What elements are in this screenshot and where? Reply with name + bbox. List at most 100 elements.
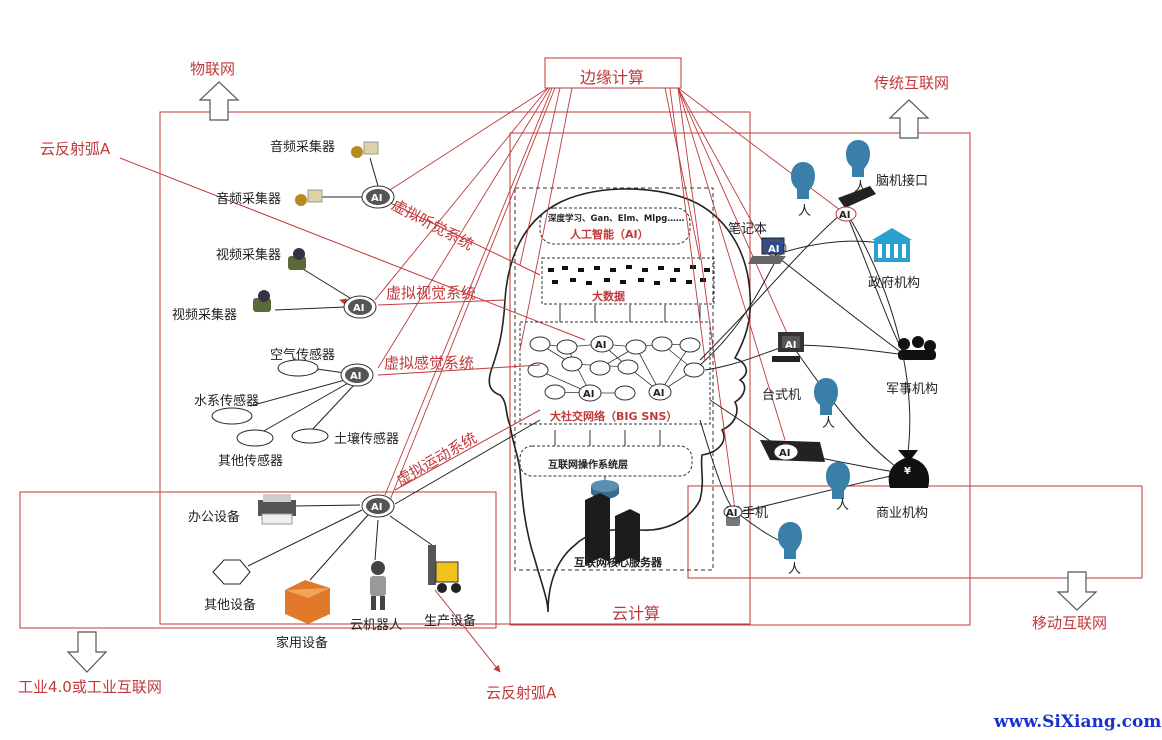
deep-learning-label: 深度学习、Gan、Elm、Mlpg…… xyxy=(548,214,685,224)
iot-label: 物联网 xyxy=(190,60,236,78)
right-ai-labels: AI AI AI AI AI xyxy=(726,210,850,519)
desktop-label: 台式机 xyxy=(762,388,802,403)
video-camera-icon xyxy=(253,248,306,312)
video-collector-1-label: 视频采集器 xyxy=(216,248,282,263)
virtual-vision-label: 虚拟视觉系统 xyxy=(386,284,477,302)
layer-connectors xyxy=(554,305,701,486)
desktop-icon xyxy=(772,332,804,362)
vr-glasses-icon xyxy=(760,440,825,462)
sns-layer-box xyxy=(519,321,711,425)
air-sensor-label: 空气传感器 xyxy=(270,348,336,363)
bci-glasses-icon xyxy=(835,186,876,222)
svg-text:AI: AI xyxy=(779,448,790,459)
region-boxes xyxy=(19,57,1143,629)
svg-text:AI: AI xyxy=(371,502,382,513)
person-icon xyxy=(778,522,802,559)
production-device-label: 生产设备 xyxy=(424,614,477,629)
soil-sensor-label: 土壤传感器 xyxy=(334,432,400,447)
ai-hubs xyxy=(340,185,395,518)
svg-text:AI: AI xyxy=(350,371,361,382)
mobile-internet-label: 移动互联网 xyxy=(1032,614,1108,632)
person-icon xyxy=(814,378,838,415)
other-device-label: 其他设备 xyxy=(204,598,257,613)
phone-icon xyxy=(723,505,743,526)
router-icon xyxy=(591,480,619,499)
device-links xyxy=(247,157,541,581)
person-label-3: 人 xyxy=(822,416,836,431)
forklift-icon xyxy=(428,545,461,593)
ai-layer-label: 人工智能（AI） xyxy=(570,228,649,241)
svg-text:AI: AI xyxy=(839,210,850,221)
person-label-5: 人 xyxy=(788,562,802,577)
laptop-icon xyxy=(748,237,787,264)
big-data-label: 大数据 xyxy=(592,290,625,303)
core-server-label: 互联网核心服务器 xyxy=(574,556,662,569)
head-outline xyxy=(488,188,752,613)
audio-collector-1-label: 音频采集器 xyxy=(270,140,336,155)
person-label-1: 人 xyxy=(798,204,812,219)
other-sensor-label: 其他传感器 xyxy=(218,454,284,469)
svg-text:AI: AI xyxy=(785,340,796,351)
traditional-internet-box xyxy=(509,132,971,626)
audio-collector-icon xyxy=(295,141,379,206)
traditional-internet-label: 传统互联网 xyxy=(874,74,950,92)
phone-label: 手机 xyxy=(742,506,769,521)
other-device-hexagon xyxy=(212,559,251,585)
robot-label: 云机器人 xyxy=(350,618,403,633)
svg-text:AI: AI xyxy=(371,193,382,204)
svg-text:AI: AI xyxy=(353,303,364,314)
watermark: www.SiXiang.com xyxy=(994,712,1162,732)
ai-layer-box xyxy=(539,207,691,245)
industry-box xyxy=(19,491,497,629)
money-bag-icon xyxy=(888,450,930,488)
industry-label: 工业4.0或工业互联网 xyxy=(18,678,162,696)
government-label: 政府机构 xyxy=(868,276,921,291)
sensor-shapes xyxy=(211,359,329,585)
person-icon xyxy=(826,462,850,499)
bigdata-layer-box xyxy=(541,257,715,305)
edge-computing-label: 边缘计算 xyxy=(580,68,645,87)
sns-ai-node-3: AI xyxy=(653,388,664,399)
mobile-down-arrow xyxy=(1056,571,1098,611)
person-icons xyxy=(778,140,870,559)
home-device-label: 家用设备 xyxy=(276,636,329,651)
water-sensor-label: 水系传感器 xyxy=(194,394,260,409)
sns-ai-node-1: AI xyxy=(595,340,606,351)
military-label: 军事机构 xyxy=(886,382,939,397)
traditional-up-arrow xyxy=(888,99,930,139)
bigdata-dots xyxy=(548,265,710,285)
mobile-internet-box xyxy=(687,485,1143,579)
reflex-arc-top-label: 云反射弧A xyxy=(40,140,111,158)
person-label-4: 人 xyxy=(836,498,850,513)
robot-icon xyxy=(370,561,386,610)
person-icon xyxy=(846,140,870,177)
neural-net-nodes xyxy=(527,335,705,402)
edge-computing-lines xyxy=(374,87,841,511)
video-collector-2-label: 视频采集器 xyxy=(172,308,238,323)
printer-icon xyxy=(258,494,296,525)
audio-collector-2-label: 音频采集器 xyxy=(216,192,282,207)
reflex-arc-lines xyxy=(119,157,586,673)
person-icon xyxy=(791,162,815,199)
svg-text:AI: AI xyxy=(768,244,779,255)
ai-hub-labels: AI AI AI AI xyxy=(350,193,382,513)
virtual-sensation-label: 虚拟感觉系统 xyxy=(384,354,475,372)
svg-text:AI: AI xyxy=(726,508,737,519)
os-layer-box xyxy=(519,445,693,477)
sns-ai-node-2: AI xyxy=(583,389,594,400)
military-icon xyxy=(898,336,936,360)
edge-computing-box xyxy=(544,57,682,89)
office-device-label: 办公设备 xyxy=(188,510,241,525)
iot-box xyxy=(159,111,751,625)
server-icon xyxy=(585,493,640,565)
bci-label: 脑机接口 xyxy=(876,174,929,189)
laptop-label: 笔记本 xyxy=(728,222,768,237)
sns-label: 大社交网络（BIG SNS） xyxy=(550,410,678,423)
home-device-icon xyxy=(285,580,330,624)
reflex-arc-bottom-label: 云反射弧A xyxy=(486,684,557,702)
industry-down-arrow xyxy=(66,631,108,673)
person-label-2: 人 xyxy=(854,180,868,195)
iot-up-arrow xyxy=(198,81,240,121)
